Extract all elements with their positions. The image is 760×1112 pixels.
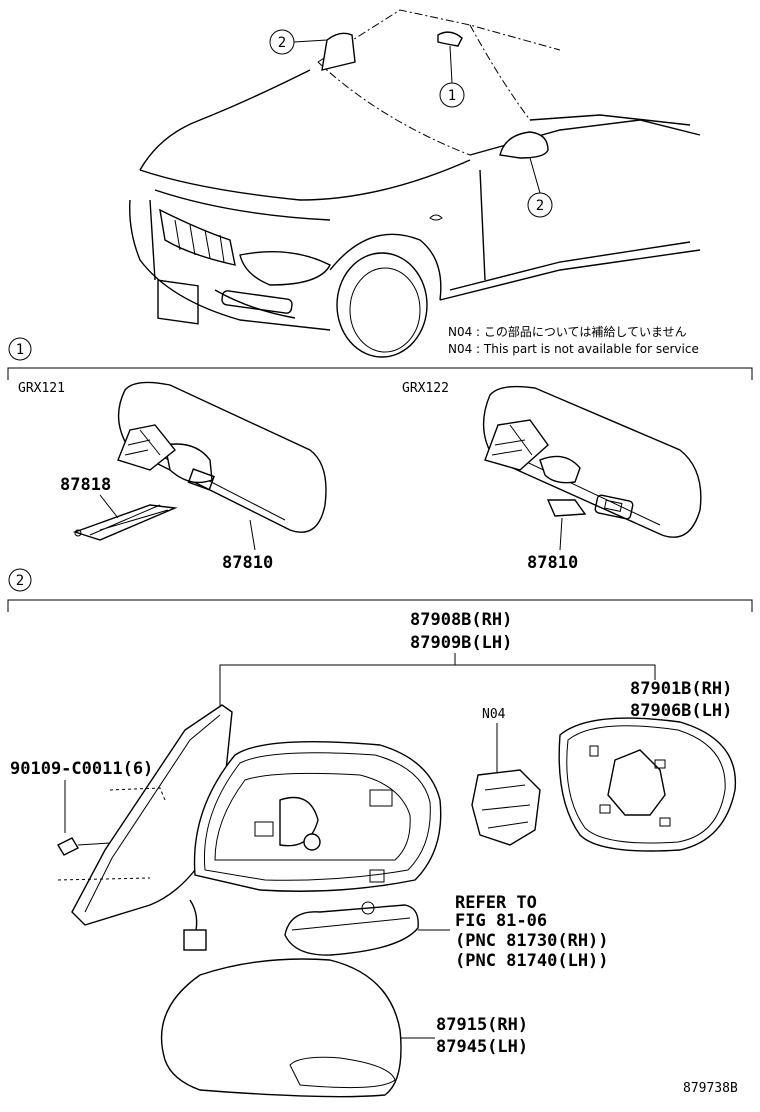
label-refer-3: (PNC 81730(RH)) (455, 931, 609, 951)
figure-id: 879738B (683, 1081, 738, 1096)
label-87901: 87901B(RH) (630, 679, 732, 699)
label-90109: 90109-C0011(6) (10, 759, 153, 779)
mirror-actuator (471, 769, 541, 846)
note-en: N04 : This part is not available for ser… (448, 342, 699, 356)
label-87818: 87818 (60, 475, 111, 495)
label-87906: 87906B(LH) (630, 701, 732, 721)
section-2: 2 87908B(RH) 87909B(LH) 87901B(RH) 87906… (7, 568, 753, 1098)
clip-87818 (72, 504, 178, 541)
label-87810-grx121: 87810 (222, 553, 273, 573)
callout-1-top: 1 (448, 88, 456, 104)
inner-mirror-grx122 (482, 385, 702, 538)
callout-group-car: 2 1 2 (269, 29, 553, 218)
group-grx122: GRX122 (402, 381, 449, 396)
section-1: 1 GRX121 GRX122 87818 87810 (7, 337, 753, 573)
label-refer-2: FIG 81-06 (455, 911, 547, 931)
turn-signal-lamp (284, 901, 450, 956)
label-87909: 87909B(LH) (410, 633, 512, 653)
note-jp: N04 : この部品については補給していません (448, 324, 687, 339)
label-n04: N04 (482, 707, 506, 722)
group-grx121: GRX121 (18, 381, 65, 396)
label-refer-4: (PNC 81740(LH)) (455, 951, 609, 971)
mirror-glass (558, 717, 737, 852)
callout-2-side: 2 (536, 198, 544, 214)
mirror-cover (160, 958, 435, 1098)
inner-mirror-grx121 (117, 381, 327, 533)
label-87915: 87915(RH) (436, 1015, 528, 1035)
mirror-housing (193, 740, 442, 892)
label-refer-1: REFER TO (455, 893, 537, 913)
label-87908: 87908B(RH) (410, 610, 512, 630)
callout-2-top: 2 (278, 35, 286, 51)
label-87810-grx122: 87810 (527, 553, 578, 573)
car-illustration (129, 9, 701, 358)
section-1-label: 1 (16, 342, 24, 358)
label-87945: 87945(LH) (436, 1037, 528, 1057)
section-2-label: 2 (16, 573, 24, 589)
